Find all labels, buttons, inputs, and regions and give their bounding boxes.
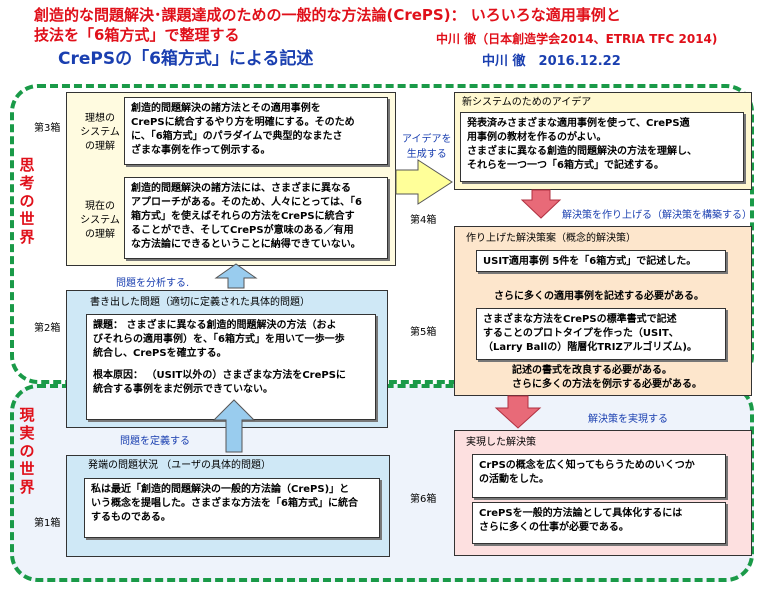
box2-cause: 根本原因： （USIT以外の）さまざまな方法をCrePSに 統合する事例をまだ例… <box>93 370 346 395</box>
box1-title: 発端の問題状況 （ユーザの具体的問題） <box>88 460 271 471</box>
generate-arrow <box>395 159 453 205</box>
build-arrow <box>520 189 562 219</box>
box3-ideal-text: 創造的問題解決の諸方法とその適用事例を CrePSに統合するやり方を明確にする。… <box>124 97 388 165</box>
box5-item2: さまざまな方法をCrePSの標準書式で記述 することのプロトタイプを作った（US… <box>476 308 726 360</box>
box3-current-label: 現在の システム の理解 <box>80 201 120 240</box>
thinking-world-label: 思考の世界 <box>19 156 35 246</box>
box6-item2: CrePSを一般的方法論として具体化するには さらに多くの仕事が必要である。 <box>472 502 726 544</box>
box4-title: 新システムのためのアイデア <box>462 97 592 108</box>
box6-item1: CrPSの概念を広く知ってもらうためのいくつか の活動をした。 <box>472 454 726 498</box>
title-line-2: 技法を「6箱方式」で整理する <box>34 26 240 44</box>
box5-item1: USIT適用事例 5件を「6箱方式」で記述した。 <box>476 250 726 272</box>
author-line: 中川 徹（日本創造学会2014、ETRIA TFC 2014) <box>436 32 718 46</box>
box4-label: 第4箱 <box>410 215 437 226</box>
box2-label: 第2箱 <box>34 323 61 334</box>
box2-content: 課題： さまざまに異なる創造的問題解決の方法（およ びそれらの適用事例）を、「6… <box>86 314 376 420</box>
box6-label: 第6箱 <box>410 494 437 505</box>
box1-text: 私は最近「創造的問題解決の一般的方法論（CrePS)」と いう概念を提唱した。さ… <box>84 478 380 538</box>
box5-note1: さらに多くの適用事例を記述する必要がある。 <box>494 291 704 302</box>
box3-ideal-label: 理想の システム の理解 <box>80 113 120 152</box>
box3-label: 第3箱 <box>34 123 61 134</box>
box1-label: 第1箱 <box>34 518 61 529</box>
implement-label: 解決策を実現する <box>588 414 668 425</box>
title-line-1: 創造的な問題解決･課題達成のための一般的な方法論(CrePS)： いろいろな適用… <box>34 6 621 24</box>
box5-title: 作り上げた解決策案（概念的解決策） <box>466 233 636 244</box>
author-date: 中川 徹 2016.12.22 <box>482 54 621 69</box>
box2-issue: 課題： さまざまに異なる創造的問題解決の方法（およ びそれらの適用事例）を、「6… <box>93 320 345 359</box>
box5-label: 第5箱 <box>410 327 437 338</box>
implement-arrow <box>494 395 542 429</box>
analyze-label: 問題を分析する. <box>116 278 190 289</box>
subtitle: CrePSの「6箱方式」による記述 <box>58 49 314 69</box>
box6-title: 実現した解決策 <box>466 437 536 448</box>
box5-note2: 記述の書式を改良する必要がある。 さらに多くの方法を例示する必要がある。 <box>512 365 702 390</box>
build-label: 解決策を作り上げる（解決策を構築する） <box>562 210 752 221</box>
box2-title: 書き出した問題（適切に定義された具体的問題） <box>90 297 310 308</box>
box4-text: 発表済みさまざまな適用事例を使って、CrePS適 用事例の教材を作るのがよい。 … <box>460 112 744 182</box>
define-label: 問題を定義する <box>120 436 190 447</box>
analyze-arrow <box>214 263 258 289</box>
generate-label: アイデアを 生成する <box>402 134 452 160</box>
reality-world-label: 現実の世界 <box>19 406 35 496</box>
box3-current-text: 創造的問題解決の諸方法には、さまざまに異なる アプローチがある。そのため、人々に… <box>124 177 388 259</box>
define-arrow <box>212 399 256 453</box>
